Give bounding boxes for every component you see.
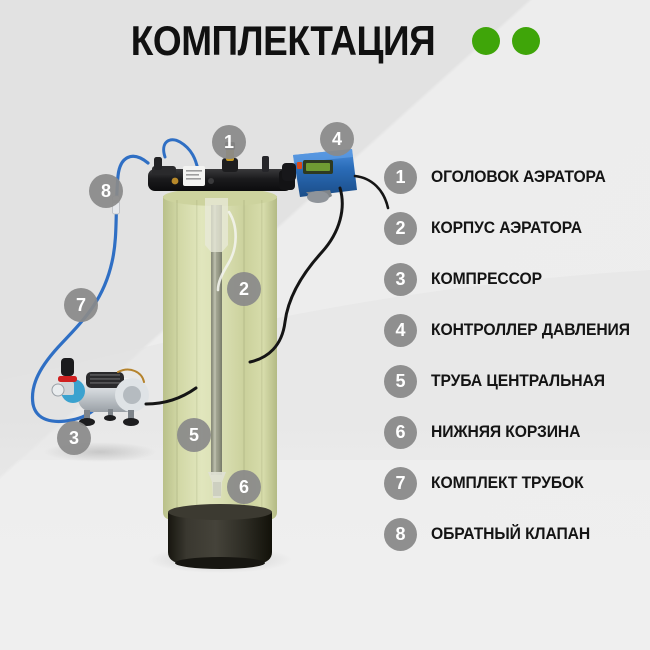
legend-item-1[interactable]: 1 ОГОЛОВОК АЭРАТОРА	[384, 158, 646, 196]
legend-label-3: КОМПРЕССОР	[431, 269, 542, 288]
legend-label-7: КОМПЛЕКТ ТРУБОК	[431, 473, 584, 492]
legend-label-4: КОНТРОЛЛЕР ДАВЛЕНИЯ	[431, 320, 630, 339]
legend-label-1: ОГОЛОВОК АЭРАТОРА	[431, 167, 606, 186]
legend-badge-4: 4	[384, 313, 417, 347]
page-title: КОМПЛЕКТАЦИЯ	[130, 17, 436, 64]
green-dot-2-icon	[512, 27, 541, 55]
legend-item-4[interactable]: 4 КОНТРОЛЛЕР ДАВЛЕНИЯ	[384, 311, 646, 349]
diagram-marker-8[interactable]: 8	[89, 174, 123, 208]
title-dots	[472, 27, 541, 55]
diagram-marker-5[interactable]: 5	[177, 418, 211, 452]
legend-badge-7: 7	[384, 466, 417, 500]
header: КОМПЛЕКТАЦИЯ	[0, 20, 650, 62]
legend-label-8: ОБРАТНЫЙ КЛАПАН	[431, 524, 591, 543]
diagram-marker-2[interactable]: 2	[227, 272, 261, 306]
legend-label-6: НИЖНЯЯ КОРЗИНА	[431, 422, 581, 441]
legend-item-5[interactable]: 5 ТРУБА ЦЕНТРАЛЬНАЯ	[384, 362, 646, 400]
diagram-marker-3[interactable]: 3	[57, 421, 91, 455]
legend-badge-1: 1	[384, 160, 417, 194]
legend-item-2[interactable]: 2 КОРПУС АЭРАТОРА	[384, 209, 646, 247]
legend-label-2: КОРПУС АЭРАТОРА	[431, 218, 582, 237]
legend-list: 1 ОГОЛОВОК АЭРАТОРА 2 КОРПУС АЭРАТОРА 3 …	[384, 158, 646, 553]
diagram-marker-1[interactable]: 1	[212, 125, 246, 159]
legend-item-8[interactable]: 8 ОБРАТНЫЙ КЛАПАН	[384, 515, 646, 553]
legend-badge-2: 2	[384, 211, 417, 245]
legend-badge-5: 5	[384, 364, 417, 398]
diagram-marker-4[interactable]: 4	[320, 122, 354, 156]
legend-badge-6: 6	[384, 415, 417, 449]
legend-badge-3: 3	[384, 262, 417, 296]
diagram-marker-7[interactable]: 7	[64, 288, 98, 322]
background-swoosh	[0, 230, 650, 460]
green-dot-1-icon	[472, 27, 501, 55]
diagram-marker-6[interactable]: 6	[227, 470, 261, 504]
legend-label-5: ТРУБА ЦЕНТРАЛЬНАЯ	[431, 371, 605, 390]
legend-badge-8: 8	[384, 517, 417, 551]
legend-item-6[interactable]: 6 НИЖНЯЯ КОРЗИНА	[384, 413, 646, 451]
legend-item-3[interactable]: 3 КОМПРЕССОР	[384, 260, 646, 298]
legend-item-7[interactable]: 7 КОМПЛЕКТ ТРУБОК	[384, 464, 646, 502]
